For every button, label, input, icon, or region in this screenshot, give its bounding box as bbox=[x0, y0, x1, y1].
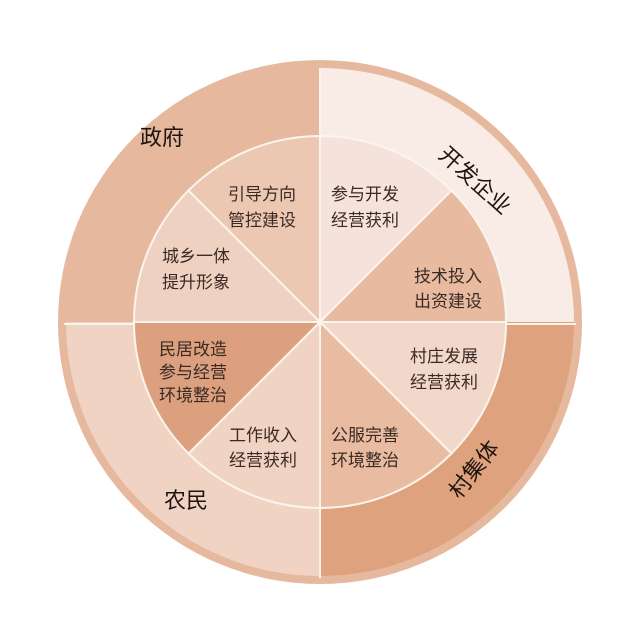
slice-text: 城乡一体 bbox=[162, 247, 230, 267]
slice-text: 参与经营 bbox=[159, 363, 227, 383]
slice-text: 技术投入 bbox=[414, 267, 482, 287]
slice-develop bbox=[319, 134, 453, 325]
slice-text: 管控建设 bbox=[228, 211, 296, 231]
slice-text: 民居改造 bbox=[159, 340, 227, 360]
slice-text: 村庄发展 bbox=[410, 347, 478, 367]
slice-text: 出资建设 bbox=[414, 292, 482, 312]
slice-text: 经营获利 bbox=[410, 373, 478, 393]
slice-text: 公服完善 bbox=[331, 426, 399, 446]
slice-text: 环境整治 bbox=[159, 386, 227, 406]
slice-text: 环境整治 bbox=[331, 451, 399, 471]
slice-work bbox=[187, 319, 321, 510]
slice-text: 经营获利 bbox=[331, 211, 399, 231]
slice-text: 提升形象 bbox=[162, 273, 230, 293]
slice-public bbox=[319, 319, 453, 510]
slice-text: 参与开发 bbox=[331, 185, 399, 205]
label-government: 政府 bbox=[140, 126, 184, 151]
label-farmers: 农民 bbox=[164, 489, 208, 514]
slice-urban bbox=[132, 189, 323, 323]
slice-housing bbox=[132, 321, 323, 455]
slice-text: 引导方向 bbox=[228, 185, 296, 205]
slice-guide bbox=[187, 134, 321, 325]
slice-invest bbox=[317, 189, 508, 323]
slice-text: 经营获利 bbox=[229, 451, 297, 471]
slice-village bbox=[317, 321, 508, 455]
slice-text: 工作收入 bbox=[229, 426, 297, 446]
